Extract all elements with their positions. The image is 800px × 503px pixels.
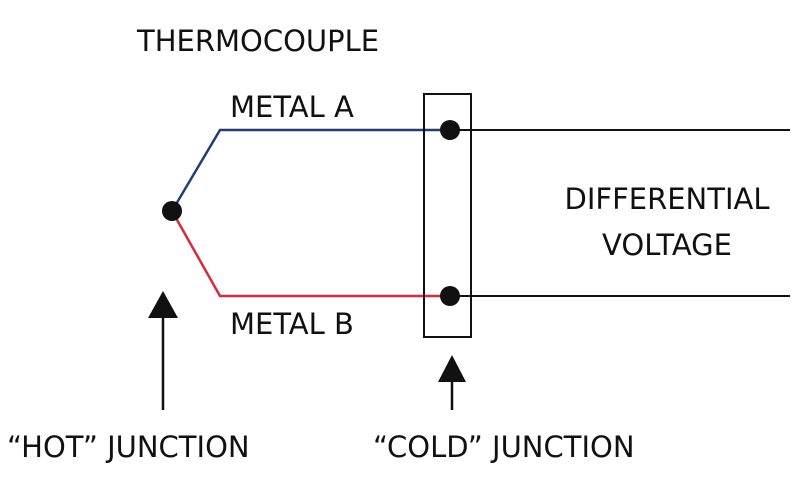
cold-junction-block [423, 93, 472, 338]
metal-a-wire [170, 128, 448, 212]
hot-junction-arrow-head [148, 291, 178, 318]
cold-junction-arrow-head [438, 355, 466, 382]
diagram-title: THERMOCOUPLE [136, 24, 379, 58]
metal-b-wire [170, 210, 448, 298]
metal-b-label: METAL B [230, 307, 354, 341]
hot-junction-dot [162, 201, 182, 221]
differential-voltage-label-line1: DIFFERENTIAL [565, 182, 770, 216]
metal-a-label: METAL A [230, 90, 354, 124]
cold-junction-dot-top [440, 120, 460, 140]
differential-voltage-label-line2: VOLTAGE [602, 228, 732, 262]
cold-junction-dot-bottom [440, 286, 460, 306]
cold-junction-label: “COLD” JUNCTION [373, 430, 635, 464]
hot-junction-label: “HOT” JUNCTION [7, 430, 250, 464]
